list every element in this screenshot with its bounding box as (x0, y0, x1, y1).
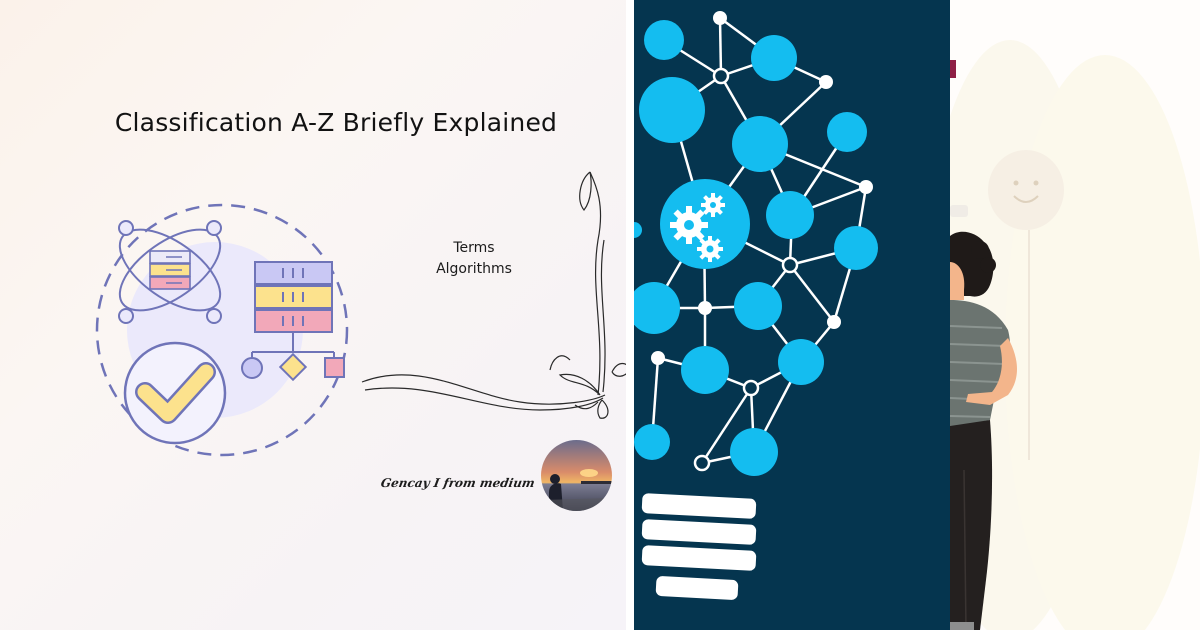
sunset-photo (541, 440, 612, 511)
classification-illustration (95, 171, 631, 457)
topic-terms: Terms (453, 240, 495, 256)
balloon-icon (988, 150, 1064, 460)
network-lightbulb-illustration (634, 11, 878, 600)
page-title: Classification A-Z Briefly Explained (114, 108, 558, 137)
network-panel (634, 0, 950, 630)
vine-decoration (361, 171, 631, 419)
network-nodes (634, 20, 878, 476)
person-panel (950, 0, 1200, 630)
cover-left-panel: Classification A-Z Briefly Explained (0, 0, 634, 630)
gears-icon (670, 193, 725, 262)
person-illustration (950, 40, 1200, 630)
avatar (541, 440, 612, 511)
lightbulb-base (641, 493, 757, 600)
atom-icon (118, 220, 222, 324)
author-signature: Gencay I from medium (379, 476, 536, 490)
topics-list: Terms Algorithms (414, 238, 534, 280)
topic-algorithms: Algorithms (436, 261, 512, 277)
network-junctions (651, 11, 873, 365)
database-icon (241, 261, 345, 382)
check-circle-icon (123, 341, 227, 445)
panel-divider (626, 0, 635, 630)
